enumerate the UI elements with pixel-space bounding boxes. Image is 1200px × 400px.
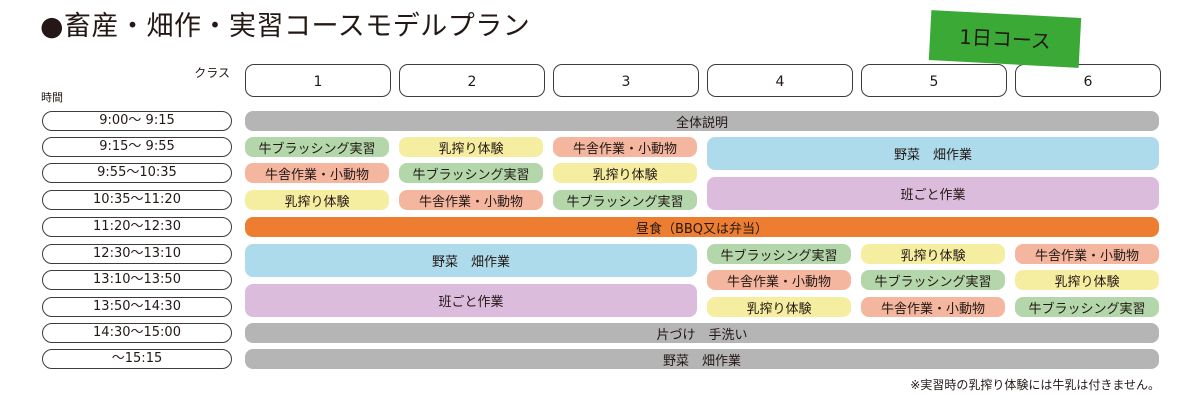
activity-barn: 牛舎作業・小動物: [245, 163, 389, 183]
activity-lunch: 昼食（BBQ又は弁当）: [245, 217, 1159, 237]
time-slot: 12:30～13:10: [42, 244, 232, 264]
activity-brushing: 牛ブラッシング実習: [245, 137, 389, 157]
activity-barn: 牛舎作業・小動物: [553, 137, 697, 157]
activity-brushing: 牛ブラッシング実習: [861, 270, 1005, 290]
footnote: ※実習時の乳搾り体験には牛乳は付きません。: [910, 378, 1160, 392]
activity-brushing: 牛ブラッシング実習: [553, 190, 697, 210]
activity-vegetable-field: 野菜 畑作業: [245, 244, 697, 277]
activity-milking: 乳搾り体験: [399, 137, 543, 157]
page-title: ●畜産・畑作・実習コースモデルプラン: [40, 11, 531, 42]
time-slot: 10:35～11:20: [42, 190, 232, 210]
class-header-3: 3: [553, 64, 699, 97]
class-header-5: 5: [861, 64, 1007, 97]
course-badge: 1日コース: [928, 10, 1082, 68]
time-slot: 11:20～12:30: [42, 217, 232, 237]
activity-brushing: 牛ブラッシング実習: [399, 163, 543, 183]
activity-vegetable-field-final: 野菜 畑作業: [245, 349, 1159, 369]
time-slot: 9:00～ 9:15: [42, 111, 232, 131]
time-slot: 13:10～13:50: [42, 270, 232, 290]
time-slot: 14:30～15:00: [42, 323, 232, 343]
activity-barn: 牛舎作業・小動物: [861, 297, 1005, 317]
class-header-2: 2: [399, 64, 545, 97]
activity-milking: 乳搾り体験: [245, 190, 389, 210]
activity-barn: 牛舎作業・小動物: [1015, 244, 1159, 264]
activity-group-work: 班ごと作業: [707, 177, 1159, 210]
activity-brushing: 牛ブラッシング実習: [707, 244, 851, 264]
class-header-4: 4: [707, 64, 853, 97]
class-header-1: 1: [245, 64, 391, 97]
activity-barn: 牛舎作業・小動物: [707, 270, 851, 290]
activity-vegetable-field: 野菜 畑作業: [707, 137, 1159, 170]
time-slot: 13:50～14:30: [42, 297, 232, 317]
activity-cleanup: 片づけ 手洗い: [245, 323, 1159, 343]
activity-brushing: 牛ブラッシング実習: [1015, 297, 1159, 317]
time-slot: 9:55～10:35: [42, 163, 232, 183]
activity-milking: 乳搾り体験: [707, 297, 851, 317]
activity-milking: 乳搾り体験: [1015, 270, 1159, 290]
time-slot: 9:15～ 9:55: [42, 137, 232, 157]
activity-group-work: 班ごと作業: [245, 284, 697, 317]
activity-milking: 乳搾り体験: [861, 244, 1005, 264]
time-header-label: 時間: [41, 91, 63, 104]
class-header-label: クラス: [194, 66, 230, 80]
activity-barn: 牛舎作業・小動物: [399, 190, 543, 210]
activity-milking: 乳搾り体験: [553, 163, 697, 183]
activity-orientation: 全体説明: [245, 111, 1159, 131]
time-slot: ～15:15: [42, 349, 232, 369]
class-header-6: 6: [1015, 64, 1161, 97]
